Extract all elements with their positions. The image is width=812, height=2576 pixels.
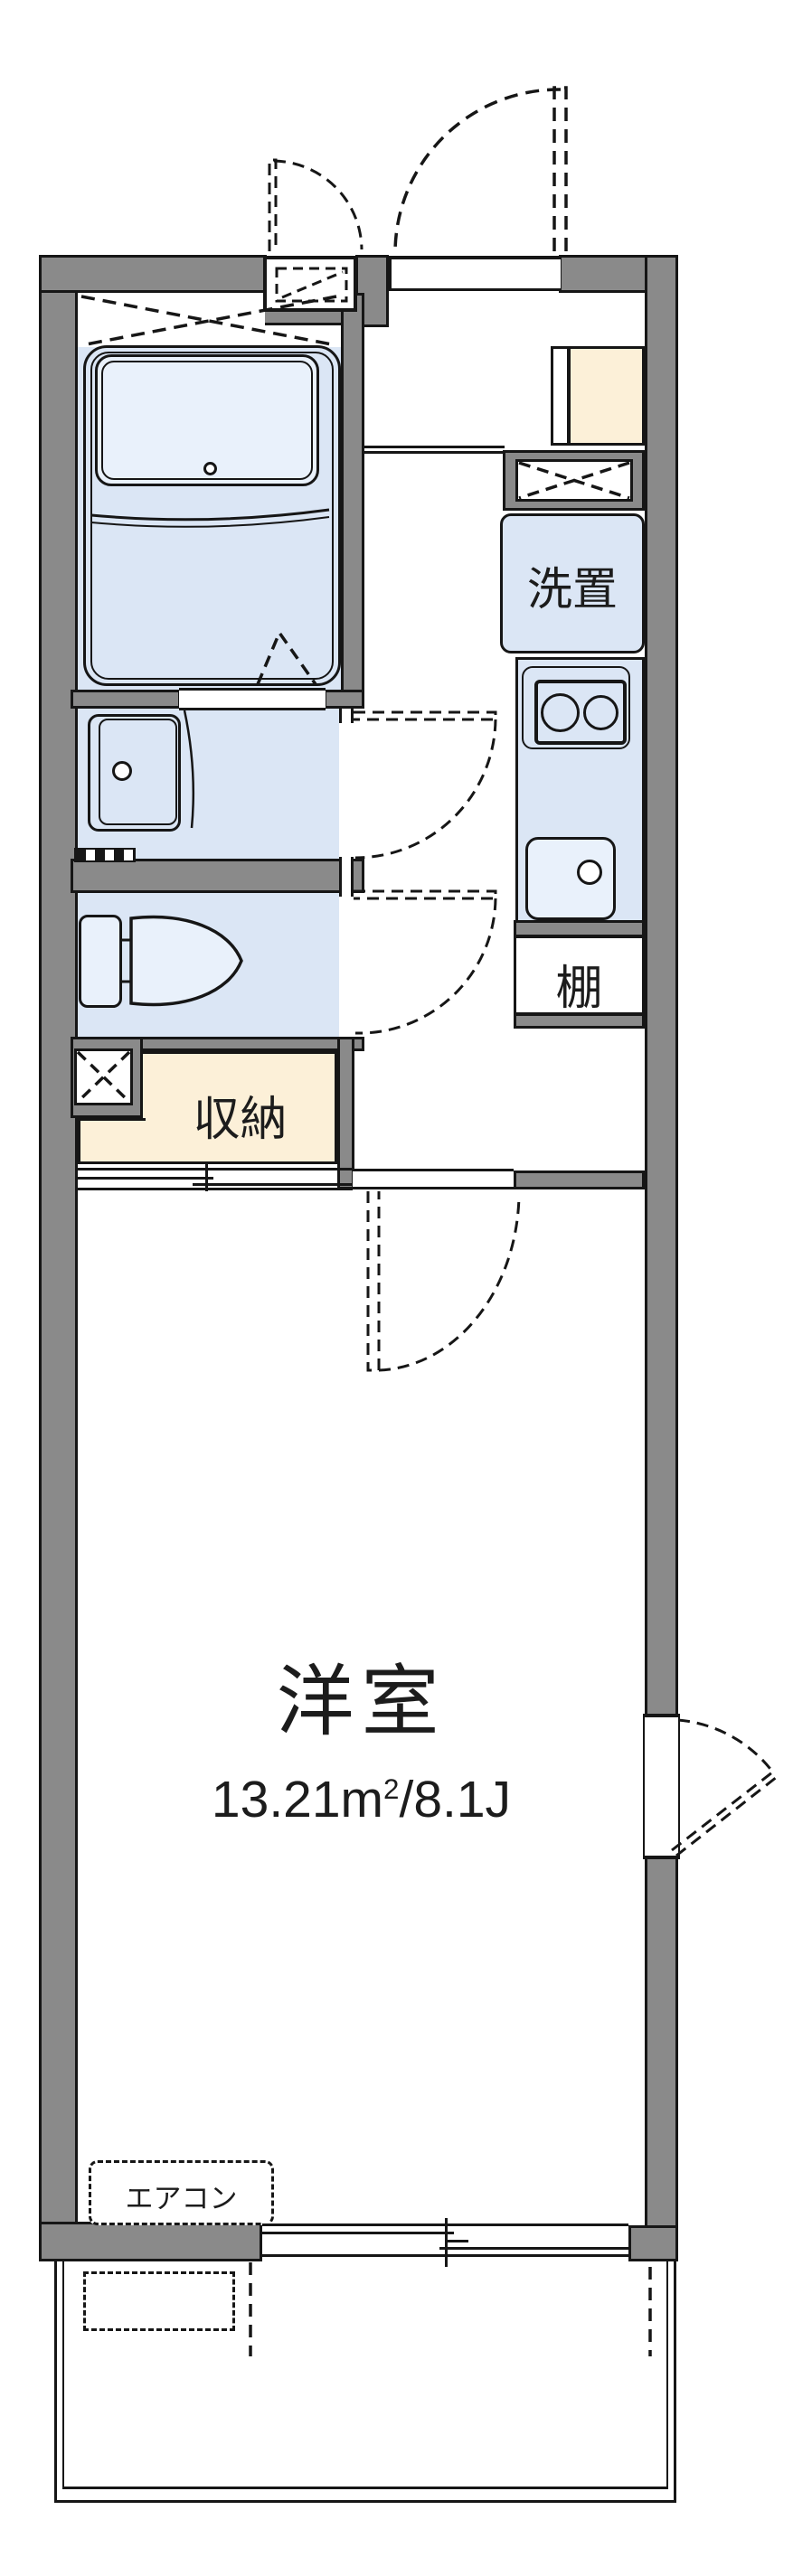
washroom-door-leaf: [354, 710, 497, 721]
room-door-opening: [353, 1169, 514, 1189]
genkan-duct-x: [518, 461, 630, 500]
washer-label: 洗置: [527, 564, 618, 615]
toilet-hinges: [122, 938, 132, 983]
storage-label: 収納: [193, 1094, 288, 1146]
storage-door-top-line: [78, 1168, 353, 1170]
balcony-window-center-tick: [445, 2218, 448, 2267]
main-room-area: 13.21m2/8.1J: [78, 1770, 645, 1829]
balcony-window-lap-tick: [445, 2240, 468, 2242]
partition-seg-a: [339, 709, 354, 723]
right-window-leaf-2: [675, 1775, 778, 1857]
entrance-door-leaf: [552, 86, 568, 251]
bathroom-right-wall: [341, 293, 364, 709]
entrance-opening: [389, 256, 561, 291]
toilet-tank: [79, 915, 122, 1008]
washroom-bottom-wall: [71, 859, 364, 893]
balcony-window-panel-a: [262, 2232, 454, 2234]
washbasin-bowl: [99, 719, 177, 825]
right-window-arc: [677, 1718, 775, 1773]
balcony-equipment-box: [83, 2271, 235, 2331]
storage-door-panel-b: [193, 1183, 353, 1186]
washer-space: [500, 513, 645, 653]
meter-box: [74, 848, 136, 862]
genkan-step-line-1: [364, 446, 505, 448]
right-window-leaf-1: [671, 1771, 773, 1852]
stove-burner-left: [541, 693, 580, 732]
bath-window-leaf: [268, 158, 278, 251]
bathtub-inner-line: [101, 361, 313, 480]
entrance-door-arc: [393, 88, 562, 254]
aircon-label: エアコン: [125, 2183, 238, 2214]
bath-fold-mark: [256, 629, 317, 686]
storage-door-panel-a: [78, 1177, 213, 1180]
entrance-opening-left-tick: [389, 256, 392, 291]
bathroom-door-opening: [179, 688, 326, 710]
area-suffix: /8.1J: [399, 1771, 512, 1829]
kitchen-sink: [525, 837, 616, 920]
washbasin-outer: [88, 714, 181, 832]
main-room-label: 洋室: [276, 1659, 447, 1745]
bath-door-curve: [183, 710, 195, 829]
right-window: [643, 1714, 680, 1859]
toilet-bowl: [129, 915, 243, 1007]
toilet-door-arc: [354, 898, 497, 1035]
partition-seg-b: [339, 857, 354, 897]
room-door-arc: [378, 1194, 521, 1372]
kitchen-faucet: [577, 860, 602, 885]
left-wall: [39, 255, 78, 2261]
storage-area-left: [78, 1118, 146, 1164]
room-door-leaf: [366, 1191, 381, 1372]
top-wall-left: [39, 255, 267, 293]
genkan-step-line-2: [364, 451, 505, 454]
tub-ledge-curve-1: [90, 508, 330, 522]
right-wall-upper: [645, 255, 678, 1717]
stove: [534, 680, 627, 745]
bottom-wall-right-corner: [628, 2225, 678, 2261]
aircon-box: [89, 2160, 274, 2225]
window-box-diagonal: [281, 270, 344, 299]
ps-shaft-x: [76, 1050, 131, 1104]
bathtub-drain: [203, 462, 217, 475]
balcony-window-panel-b: [439, 2247, 628, 2250]
balcony-inner: [62, 2261, 668, 2489]
shelf-box: [514, 935, 645, 1015]
shelf-bottom-band: [514, 1013, 645, 1029]
balcony-outer: [54, 2261, 676, 2503]
tub-ledge-curve-2: [90, 516, 330, 528]
area-prefix: 13.21m: [211, 1771, 384, 1829]
stove-burner-right: [583, 695, 618, 730]
bathroom-x-mark: [80, 295, 337, 347]
stove-module: [522, 666, 630, 749]
wall-under-window: [265, 310, 359, 325]
toilet-door-leaf: [354, 889, 497, 900]
storage-door-center-tick: [205, 1164, 208, 1191]
shelf-label: 棚: [555, 963, 603, 1015]
washroom-door-arc: [354, 719, 497, 860]
window-box-dashed-rect: [275, 267, 348, 303]
washbasin-drain: [112, 761, 132, 781]
room-top-wall-right: [514, 1170, 645, 1189]
storage-area-main: [143, 1051, 337, 1164]
area-sup: 2: [383, 1773, 400, 1805]
storage-door-bottom-line: [78, 1188, 353, 1190]
bath-window-arc: [273, 159, 364, 250]
shoe-cabinet: [568, 346, 645, 446]
